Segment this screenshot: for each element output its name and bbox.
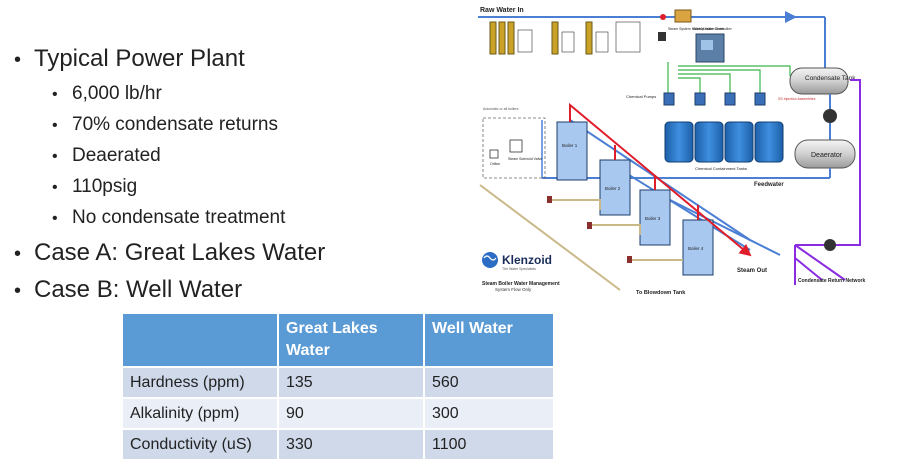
steam-boiler-diagram: Raw Water In Steam System Makeup Water M… — [478, 7, 865, 296]
orifice-label: Orifice — [490, 162, 500, 166]
webmaster-controller — [695, 33, 725, 63]
orifice-assembly — [482, 117, 546, 179]
klenzoid-logo — [482, 252, 498, 268]
bullet-sub: •6,000 lb/hr — [14, 79, 434, 110]
feedwater-label: Feedwater — [754, 182, 784, 188]
feedwater-line — [541, 120, 831, 179]
table-cell: 90 — [278, 398, 425, 430]
bullet-sub: •No condensate treatment — [14, 203, 434, 234]
table-header-cell: Great Lakes Water — [278, 314, 425, 368]
boiler-2-label: Boiler 2 — [605, 186, 621, 191]
condensate-tank-label: Condensate Tank — [805, 75, 856, 82]
chemical-tanks-label: Chemical Containment Tanks — [695, 166, 747, 171]
boiler-1-label: Boiler 1 — [562, 143, 578, 148]
blowdown-tank-label: To Blowdown Tank — [636, 290, 686, 296]
table-cell: 1100 — [424, 429, 553, 461]
table-cell: Alkalinity (ppm) — [123, 398, 279, 430]
blowdown-valves — [547, 196, 632, 263]
chemical-containment-tanks — [664, 121, 784, 163]
boilers — [556, 121, 714, 276]
diagram-caption-title: Steam Boiler Water Management — [482, 281, 560, 287]
table-header-row: Great Lakes Water Well Water — [123, 314, 553, 368]
bullet-text: No condensate treatment — [72, 207, 286, 228]
table-row: Hardness (ppm) 135 560 — [123, 367, 553, 399]
raw-water-line — [478, 11, 826, 70]
condensate-pump — [823, 94, 837, 140]
softener-columns — [489, 21, 666, 55]
bullet-main: •Case A: Great Lakes Water — [14, 236, 434, 271]
boiler-4-label: Boiler 4 — [688, 246, 704, 251]
table-header-cell — [123, 314, 279, 368]
deaerator-label: Deaerator — [811, 152, 843, 159]
logo-tagline: The Water Specialists — [502, 267, 536, 271]
blowdown-lines — [479, 184, 683, 291]
chemical-feed-lines — [667, 62, 791, 95]
return-network-label: Condensate Return Network — [798, 278, 865, 284]
return-pump — [824, 239, 836, 251]
bullet-text: Typical Power Plant — [34, 45, 245, 72]
bullet-text: Case B: Well Water — [34, 276, 243, 303]
bullet-text: Deaerated — [72, 145, 161, 166]
chemical-pumps-label: Chemical Pumps — [626, 94, 656, 99]
bullet-text: 110psig — [72, 176, 138, 197]
table-cell: Hardness (ppm) — [123, 367, 279, 399]
solenoid-valve-label: Steam Solenoid Valve — [508, 157, 542, 161]
chemical-pumps — [663, 92, 766, 106]
boiler-3-label: Boiler 3 — [645, 216, 661, 221]
bullet-sub: •70% condensate returns — [14, 110, 434, 141]
logo-text: Klenzoid — [502, 253, 552, 267]
raw-water-in-label: Raw Water In — [480, 7, 524, 14]
table-cell: 330 — [278, 429, 425, 461]
table-cell: 560 — [424, 367, 553, 399]
bullet-main: •Typical Power Plant — [14, 42, 434, 77]
table-row: Conductivity (uS) 330 1100 — [123, 429, 553, 461]
bullet-sub: •Deaerated — [14, 141, 434, 172]
water-meter-label: Steam System Makeup Water Meter — [668, 27, 725, 31]
automatic-label: Automatic or all boilers — [483, 107, 519, 111]
bullet-text: 70% condensate returns — [72, 114, 278, 135]
table-cell: 300 — [424, 398, 553, 430]
table-row: Alkalinity (ppm) 90 300 — [123, 398, 553, 430]
bullet-list: •Typical Power Plant •6,000 lb/hr •70% c… — [14, 40, 434, 310]
bullet-text: 6,000 lb/hr — [72, 83, 162, 104]
table-header-cell: Well Water — [424, 314, 553, 368]
webmaster-controller-label: WebMaster Controller — [693, 26, 732, 31]
table-cell: 135 — [278, 367, 425, 399]
water-comparison-table: Great Lakes Water Well Water Hardness (p… — [123, 314, 553, 461]
water-meter — [660, 9, 692, 23]
table-cell: Conductivity (uS) — [123, 429, 279, 461]
bullet-sub: •110psig — [14, 172, 434, 203]
condensate-tank — [789, 67, 849, 95]
diagram-caption-sub: System Flow Only — [495, 287, 532, 292]
deaerator — [794, 139, 856, 169]
bullet-main: •Case B: Well Water — [14, 273, 434, 308]
steam-lines — [569, 102, 752, 257]
steam-out-label: Steam Out — [737, 268, 767, 274]
injection-assemblies-label: SS Injection Assemblies — [778, 97, 816, 101]
bullet-text: Case A: Great Lakes Water — [34, 239, 326, 266]
